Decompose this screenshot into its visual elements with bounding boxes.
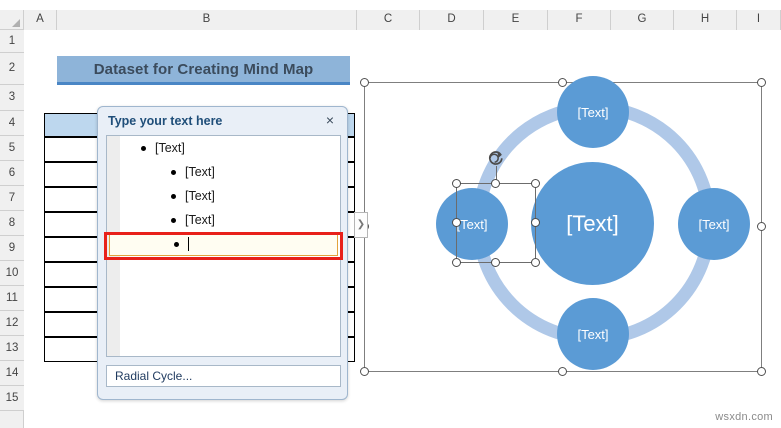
row-header-14[interactable]: 14 xyxy=(0,361,24,386)
page-title: Dataset for Creating Mind Map xyxy=(93,60,314,78)
text-pane-titlebar: Type your text here × xyxy=(98,107,347,134)
bullet-icon xyxy=(171,217,176,223)
row-header-15[interactable]: 15 xyxy=(0,386,24,411)
column-header-c[interactable]: C xyxy=(357,10,420,30)
resize-handle-bottom-right[interactable] xyxy=(757,367,766,376)
row-header-4[interactable]: 4 xyxy=(0,111,24,136)
bullet-icon xyxy=(171,169,176,175)
shape-handle-middle-left[interactable] xyxy=(452,218,461,227)
row-header-2[interactable]: 2 xyxy=(0,53,24,85)
row-header-12[interactable]: 12 xyxy=(0,311,24,336)
list-item[interactable]: [Text] xyxy=(107,136,340,160)
smartart-canvas-frame[interactable] xyxy=(360,78,766,376)
text-caret xyxy=(188,237,189,251)
column-header-b[interactable]: B xyxy=(57,10,357,30)
shape-handle-middle-right[interactable] xyxy=(531,218,540,227)
list-item-label: [Text] xyxy=(185,188,215,203)
list-item[interactable]: [Text] xyxy=(107,184,340,208)
resize-handle-top-right[interactable] xyxy=(757,78,766,87)
bullet-icon xyxy=(171,193,176,199)
shape-handle-bottom-center[interactable] xyxy=(491,258,500,267)
row-header-3[interactable]: 3 xyxy=(0,85,24,111)
shape-handle-top-left[interactable] xyxy=(452,179,461,188)
column-header-g[interactable]: G xyxy=(611,10,674,30)
layout-name-label: Radial Cycle... xyxy=(115,369,193,383)
close-icon[interactable]: × xyxy=(325,112,335,128)
resize-handle-top-left[interactable] xyxy=(360,78,369,87)
list-item[interactable]: [Text] xyxy=(107,160,340,184)
selected-shape-bounding-box xyxy=(452,151,540,267)
watermark: wsxdn.com xyxy=(715,411,773,423)
text-pane-layout-name: Radial Cycle... xyxy=(106,365,341,387)
column-header-a[interactable]: A xyxy=(24,10,57,30)
chevron-right-icon: ❯ xyxy=(356,219,366,230)
list-item-active[interactable] xyxy=(109,232,338,256)
column-header-e[interactable]: E xyxy=(484,10,548,30)
column-header-d[interactable]: D xyxy=(420,10,484,30)
list-item[interactable]: [Text] xyxy=(107,208,340,232)
dataset-title-banner: Dataset for Creating Mind Map xyxy=(57,56,350,85)
shape-handle-bottom-right[interactable] xyxy=(531,258,540,267)
list-item-label: [Text] xyxy=(155,140,185,155)
resize-handle-middle-right[interactable] xyxy=(757,222,766,231)
bullet-icon xyxy=(174,241,179,247)
bullet-icon xyxy=(141,145,146,151)
text-pane-title: Type your text here xyxy=(108,113,223,128)
resize-handle-top-center[interactable] xyxy=(558,78,567,87)
row-header-9[interactable]: 9 xyxy=(0,236,24,261)
row-header-1[interactable]: 1 xyxy=(0,30,24,53)
text-pane-toggle-button[interactable]: ❯ xyxy=(354,212,368,238)
row-header-8[interactable]: 8 xyxy=(0,211,24,236)
rotate-handle-icon[interactable] xyxy=(487,150,505,168)
row-header-13[interactable]: 13 xyxy=(0,336,24,361)
rotate-handle-stem xyxy=(496,166,497,184)
list-item-label: [Text] xyxy=(185,212,215,227)
shape-handle-top-right[interactable] xyxy=(531,179,540,188)
select-all-triangle-icon xyxy=(12,19,20,27)
shape-handle-bottom-left[interactable] xyxy=(452,258,461,267)
row-header-10[interactable]: 10 xyxy=(0,261,24,286)
resize-handle-bottom-left[interactable] xyxy=(360,367,369,376)
row-header-7[interactable]: 7 xyxy=(0,186,24,211)
column-header-h[interactable]: H xyxy=(674,10,737,30)
row-header-5[interactable]: 5 xyxy=(0,136,24,161)
column-header-i[interactable]: I xyxy=(737,10,781,30)
select-all-corner[interactable] xyxy=(0,10,24,30)
list-item-label: [Text] xyxy=(185,164,215,179)
smartart-text-pane[interactable]: Type your text here × [Text] [Text] [Tex… xyxy=(97,106,348,400)
row-header-6[interactable]: 6 xyxy=(0,161,24,186)
row-header-11[interactable]: 11 xyxy=(0,286,24,311)
text-pane-bullet-list[interactable]: [Text] [Text] [Text] [Text] xyxy=(106,135,341,357)
shape-handle-top-center[interactable] xyxy=(491,179,500,188)
resize-handle-bottom-center[interactable] xyxy=(558,367,567,376)
column-header-f[interactable]: F xyxy=(548,10,611,30)
